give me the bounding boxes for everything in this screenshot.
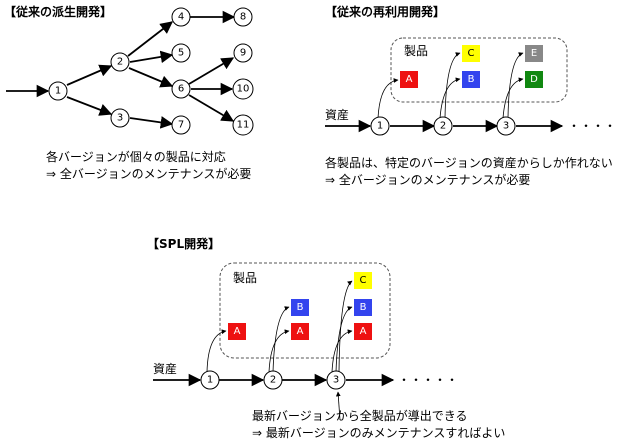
d2-node-1: 1 xyxy=(370,116,390,136)
d3-product-a-v1: A xyxy=(228,323,246,340)
svg-text:3: 3 xyxy=(117,113,123,124)
svg-text:B: B xyxy=(297,302,304,313)
diagram3-caption-line1: 最新バージョンから全製品が導出できる xyxy=(252,408,468,423)
diagram2-caption-line2: ⇒ 全バージョンのメンテナンスが必要 xyxy=(325,172,530,187)
d2-product-a: A xyxy=(400,71,418,88)
svg-text:D: D xyxy=(530,74,538,85)
d3-derive-a-v3 xyxy=(331,329,353,373)
d2-group-label: 製品 xyxy=(404,44,428,58)
d3-derive-a-v2 xyxy=(268,329,290,373)
d3-ellipsis: ・・・・・ xyxy=(398,373,458,387)
d1-node-1: 1 xyxy=(48,81,68,101)
svg-text:A: A xyxy=(360,326,367,337)
d3-derive-b-v3 xyxy=(335,306,353,373)
d2-derive-b xyxy=(439,77,461,119)
diagram1-caption-line2: ⇒ 全バージョンのメンテナンスが必要 xyxy=(46,166,251,181)
d2-derive-a xyxy=(377,78,399,119)
svg-text:11: 11 xyxy=(237,120,250,131)
diagram1-caption-line1: 各バージョンが個々の製品に対応 xyxy=(46,149,226,164)
d3-node-2: 2 xyxy=(263,370,283,390)
d2-derive-c xyxy=(444,52,461,119)
d1-node-5: 5 xyxy=(171,43,191,63)
svg-text:1: 1 xyxy=(207,375,213,386)
d2-product-group xyxy=(390,37,568,103)
d3-product-b-v3: B xyxy=(354,299,372,316)
d3-product-group xyxy=(219,262,391,359)
svg-text:5: 5 xyxy=(178,48,184,59)
svg-text:9: 9 xyxy=(240,48,246,59)
d2-ellipsis: ・・・・・ xyxy=(568,119,620,133)
svg-text:A: A xyxy=(406,74,413,85)
reuse-development-diagram: 【従来の再利用開発】 製品 A B C D E 資産 ・・・・・ 1 2 3 各… xyxy=(325,4,620,187)
d1-node-4: 4 xyxy=(171,7,191,27)
d1-node-2: 2 xyxy=(110,52,130,72)
d1-node-9: 9 xyxy=(233,43,253,63)
d1-node-7: 7 xyxy=(171,115,191,135)
d1-node-3: 3 xyxy=(110,108,130,128)
svg-text:4: 4 xyxy=(178,12,184,23)
svg-text:B: B xyxy=(360,302,367,313)
diagram3-caption-line2: ⇒ 最新バージョンのみメンテナンスすればよい xyxy=(252,425,505,440)
d2-node-3: 3 xyxy=(496,116,516,136)
derivative-development-diagram: 【従来の派生開発】 1 2 3 4 5 6 7 8 9 10 11 各バージョン… xyxy=(4,4,254,181)
d1-node-11: 11 xyxy=(232,114,254,136)
svg-text:B: B xyxy=(468,74,475,85)
diagram1-title: 【従来の派生開発】 xyxy=(4,4,112,19)
svg-text:2: 2 xyxy=(270,375,276,386)
d3-product-a-v3: A xyxy=(354,323,372,340)
d3-group-label: 製品 xyxy=(233,271,257,285)
svg-text:2: 2 xyxy=(440,121,446,132)
d2-derive-e xyxy=(507,52,524,119)
d1-node-8: 8 xyxy=(233,7,253,27)
diagram3-title: 【SPL開発】 xyxy=(147,236,220,251)
svg-text:1: 1 xyxy=(55,86,61,97)
d1-node-10: 10 xyxy=(232,78,254,100)
edge-2-5 xyxy=(129,50,174,64)
d3-derive-c-v3 xyxy=(338,280,353,373)
svg-text:A: A xyxy=(234,326,241,337)
d3-product-a-v2: A xyxy=(291,323,309,340)
svg-text:1: 1 xyxy=(377,121,383,132)
d3-callout-pointer xyxy=(335,391,341,421)
svg-text:8: 8 xyxy=(240,12,246,23)
d2-product-c: C xyxy=(462,45,480,62)
d3-node-1: 1 xyxy=(200,370,220,390)
d2-product-e: E xyxy=(525,45,543,62)
d3-product-c-v3: C xyxy=(354,272,372,289)
d2-node-2: 2 xyxy=(433,116,453,136)
edge-1-3 xyxy=(66,96,113,116)
edge-6-9 xyxy=(188,57,235,85)
edge-1-2 xyxy=(66,64,113,86)
edge-2-6 xyxy=(128,67,174,88)
svg-text:A: A xyxy=(297,326,304,337)
diagram2-caption-line1: 各製品は、特定のバージョンの資産からしか作れない xyxy=(325,155,613,170)
d2-asset-label: 資産 xyxy=(325,107,349,122)
diagram2-title: 【従来の再利用開発】 xyxy=(325,4,445,19)
svg-text:C: C xyxy=(468,48,475,59)
d1-node-6: 6 xyxy=(171,79,191,99)
d3-derive-a-v1 xyxy=(206,329,227,373)
edge-3-7 xyxy=(129,116,174,129)
svg-text:3: 3 xyxy=(503,121,509,132)
edge-2-4 xyxy=(127,21,173,57)
spl-development-diagram: 【SPL開発】 製品 A A B A B C 資産 ・・・・・ 1 2 3 最新… xyxy=(147,236,505,440)
d3-derive-b-v2 xyxy=(272,306,290,373)
svg-text:6: 6 xyxy=(178,84,184,95)
svg-text:3: 3 xyxy=(333,375,339,386)
d2-product-b: B xyxy=(462,71,480,88)
svg-text:7: 7 xyxy=(178,120,184,131)
d2-derive-d xyxy=(502,77,524,119)
d3-asset-label: 資産 xyxy=(153,361,177,376)
d3-product-b-v2: B xyxy=(291,299,309,316)
d2-product-d: D xyxy=(525,71,543,88)
edge-6-11 xyxy=(188,94,235,122)
d3-node-3: 3 xyxy=(326,370,346,390)
svg-text:2: 2 xyxy=(117,57,123,68)
svg-text:E: E xyxy=(531,48,537,59)
svg-text:10: 10 xyxy=(237,84,250,95)
svg-text:C: C xyxy=(360,275,367,286)
